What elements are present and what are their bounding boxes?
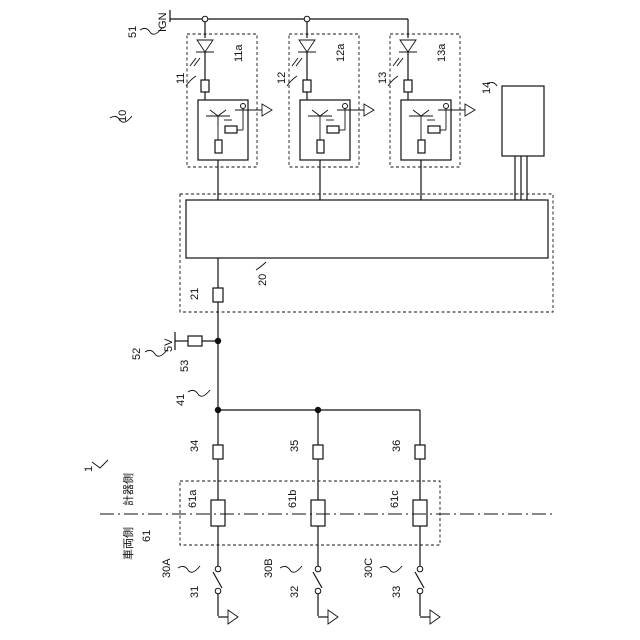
label-r34: 34 (189, 440, 201, 452)
led-12a (299, 40, 315, 52)
label-r35: 35 (289, 440, 301, 452)
label-r36: 36 (391, 440, 403, 452)
label-led-12a: 12a (335, 43, 347, 62)
label-5v: 5V (163, 338, 175, 352)
signal-line-41 (215, 302, 420, 413)
label-ecu-20: 20 (257, 274, 269, 286)
label-controller-10: 10 (117, 110, 129, 122)
label-sw32: 32 (289, 586, 301, 598)
branch-a (211, 410, 238, 624)
label-ign-ref: 51 (127, 26, 139, 38)
label-meter-side: 計器側 (121, 473, 135, 506)
ecu-block (180, 194, 553, 312)
label-resistor-53: 53 (179, 360, 191, 372)
display-block (502, 86, 544, 200)
label-sw33: 33 (391, 586, 403, 598)
ground-arrow-2 (364, 104, 374, 116)
label-pin-61c: 61c (389, 490, 401, 508)
led-13a (400, 40, 416, 52)
label-display-14: 14 (481, 82, 493, 94)
ecu-20 (186, 200, 548, 258)
display-14 (502, 86, 544, 156)
indicator-unit-1 (187, 34, 272, 200)
label-sw31: 31 (189, 586, 201, 598)
label-group-30b: 30B (263, 558, 275, 578)
label-fig-1: 1 (83, 466, 95, 472)
label-pin-61a: 61a (187, 489, 199, 508)
resistor-35 (313, 445, 323, 459)
resistor-unit-2 (303, 80, 311, 92)
branch-c (413, 410, 440, 624)
led-11a (197, 40, 213, 52)
resistor-unit-3 (404, 80, 412, 92)
label-resistor-21: 21 (189, 288, 201, 300)
label-vehicle-side: 車両側 (121, 527, 135, 560)
branch-b (311, 410, 338, 624)
ground-31 (228, 610, 238, 624)
resistor-21 (213, 288, 223, 302)
label-pin-61b: 61b (287, 490, 299, 508)
label-unit-12: 12 (276, 72, 288, 84)
label-unit-11: 11 (175, 73, 187, 84)
label-group-30a: 30A (161, 558, 173, 578)
label-group-30c: 30C (363, 558, 375, 578)
indicator-unit-3 (390, 34, 475, 200)
label-led-13a: 13a (436, 43, 448, 62)
ign-junction-2 (304, 16, 310, 22)
label-led-11a: 11a (233, 44, 245, 62)
ground-arrow-1 (262, 104, 272, 116)
label-ign: IGN (157, 12, 169, 32)
ground-arrow-3 (465, 104, 475, 116)
label-line-41: 41 (175, 394, 187, 406)
resistor-34 (213, 445, 223, 459)
connector-pin-61b (311, 500, 325, 526)
resistor-unit-1 (201, 80, 209, 92)
label-pullup-52: 52 (131, 348, 143, 360)
resistor-53 (188, 336, 202, 346)
connector-pin-61a (211, 500, 225, 526)
label-unit-13: 13 (377, 72, 389, 84)
label-connector-61: 61 (141, 530, 153, 542)
indicator-unit-2 (289, 34, 374, 200)
ground-32 (328, 610, 338, 624)
pullup-5v (175, 332, 218, 350)
connector-61 (100, 481, 556, 545)
resistor-36 (415, 445, 425, 459)
ign-junction-1 (202, 16, 208, 22)
ground-33 (430, 610, 440, 624)
connector-pin-61c (413, 500, 427, 526)
